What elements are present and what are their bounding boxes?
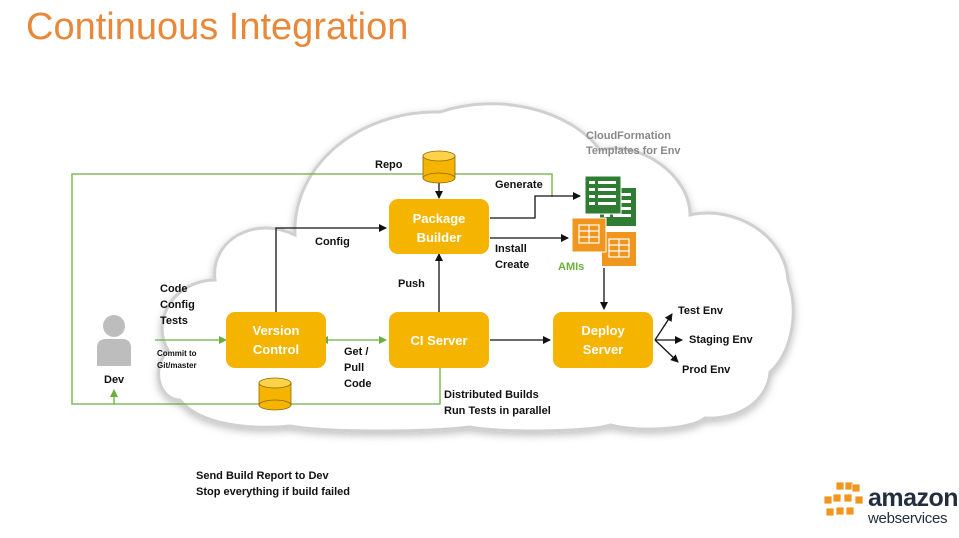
generate-label: Generate <box>495 179 543 191</box>
slide-title: Continuous Integration <box>26 6 409 48</box>
push-label: Push <box>398 278 425 290</box>
deploy-server-label-1: Deploy <box>581 323 625 338</box>
aws-logo-word: amazon <box>868 484 959 512</box>
config-label: Config <box>315 236 350 248</box>
package-builder-label-2: Builder <box>417 230 462 245</box>
config-tests-label-1: Config <box>160 299 195 311</box>
ci-server-node[interactable]: CI Server <box>389 312 489 368</box>
config-tests-label-2: Tests <box>160 315 188 327</box>
cloudformation-template-icon <box>584 175 636 226</box>
cloud-shape <box>157 102 795 433</box>
ami-icon <box>571 217 636 266</box>
version-control-label-1: Version <box>253 323 300 338</box>
test-env-label: Test Env <box>678 305 724 317</box>
commit-label-1: Commit to <box>157 349 197 358</box>
staging-env-label: Staging Env <box>689 334 753 346</box>
version-control-node[interactable]: Version Control <box>226 312 326 368</box>
amis-label: AMIs <box>558 261 584 273</box>
aws-cubes-icon <box>823 481 864 517</box>
get-pull-label-1: Get / <box>344 346 368 358</box>
cloudformation-label-1: CloudFormation <box>586 130 671 142</box>
build-report-line-2: Stop everything if build failed <box>196 486 351 498</box>
aws-logo-subword: webservices <box>868 510 948 527</box>
code-label: Code <box>160 283 188 295</box>
deploy-server-label-2: Server <box>583 342 623 357</box>
prod-env-label: Prod Env <box>682 364 731 376</box>
aws-logo: amazon webservices <box>822 480 959 530</box>
dev-label: Dev <box>104 374 125 386</box>
repo-database-icon <box>422 150 456 184</box>
developer-person-icon <box>97 315 131 366</box>
repo-label: Repo <box>375 159 403 171</box>
version-control-database-icon <box>258 377 292 411</box>
feedback-loop <box>71 173 553 405</box>
package-builder-label-1: Package <box>413 211 466 226</box>
ci-server-label: CI Server <box>410 333 467 348</box>
version-control-label-2: Control <box>253 342 299 357</box>
get-pull-label-3: Code <box>344 378 372 390</box>
distributed-label-2: Run Tests in parallel <box>444 405 551 417</box>
install-label: Install <box>495 243 527 255</box>
package-builder-node[interactable]: Package Builder <box>389 199 489 254</box>
commit-label-2: Git/master <box>157 361 197 370</box>
build-report-line-1: Send Build Report to Dev <box>196 470 329 482</box>
create-label: Create <box>495 259 529 271</box>
distributed-label-1: Distributed Builds <box>444 389 539 401</box>
build-report-note: Send Build Report to Dev Stop everything… <box>196 468 350 500</box>
flow-arrows <box>275 183 683 363</box>
get-pull-label-2: Pull <box>344 362 364 374</box>
cloudformation-label-2: Templates for Env <box>586 145 681 157</box>
deploy-server-node[interactable]: Deploy Server <box>553 312 653 368</box>
